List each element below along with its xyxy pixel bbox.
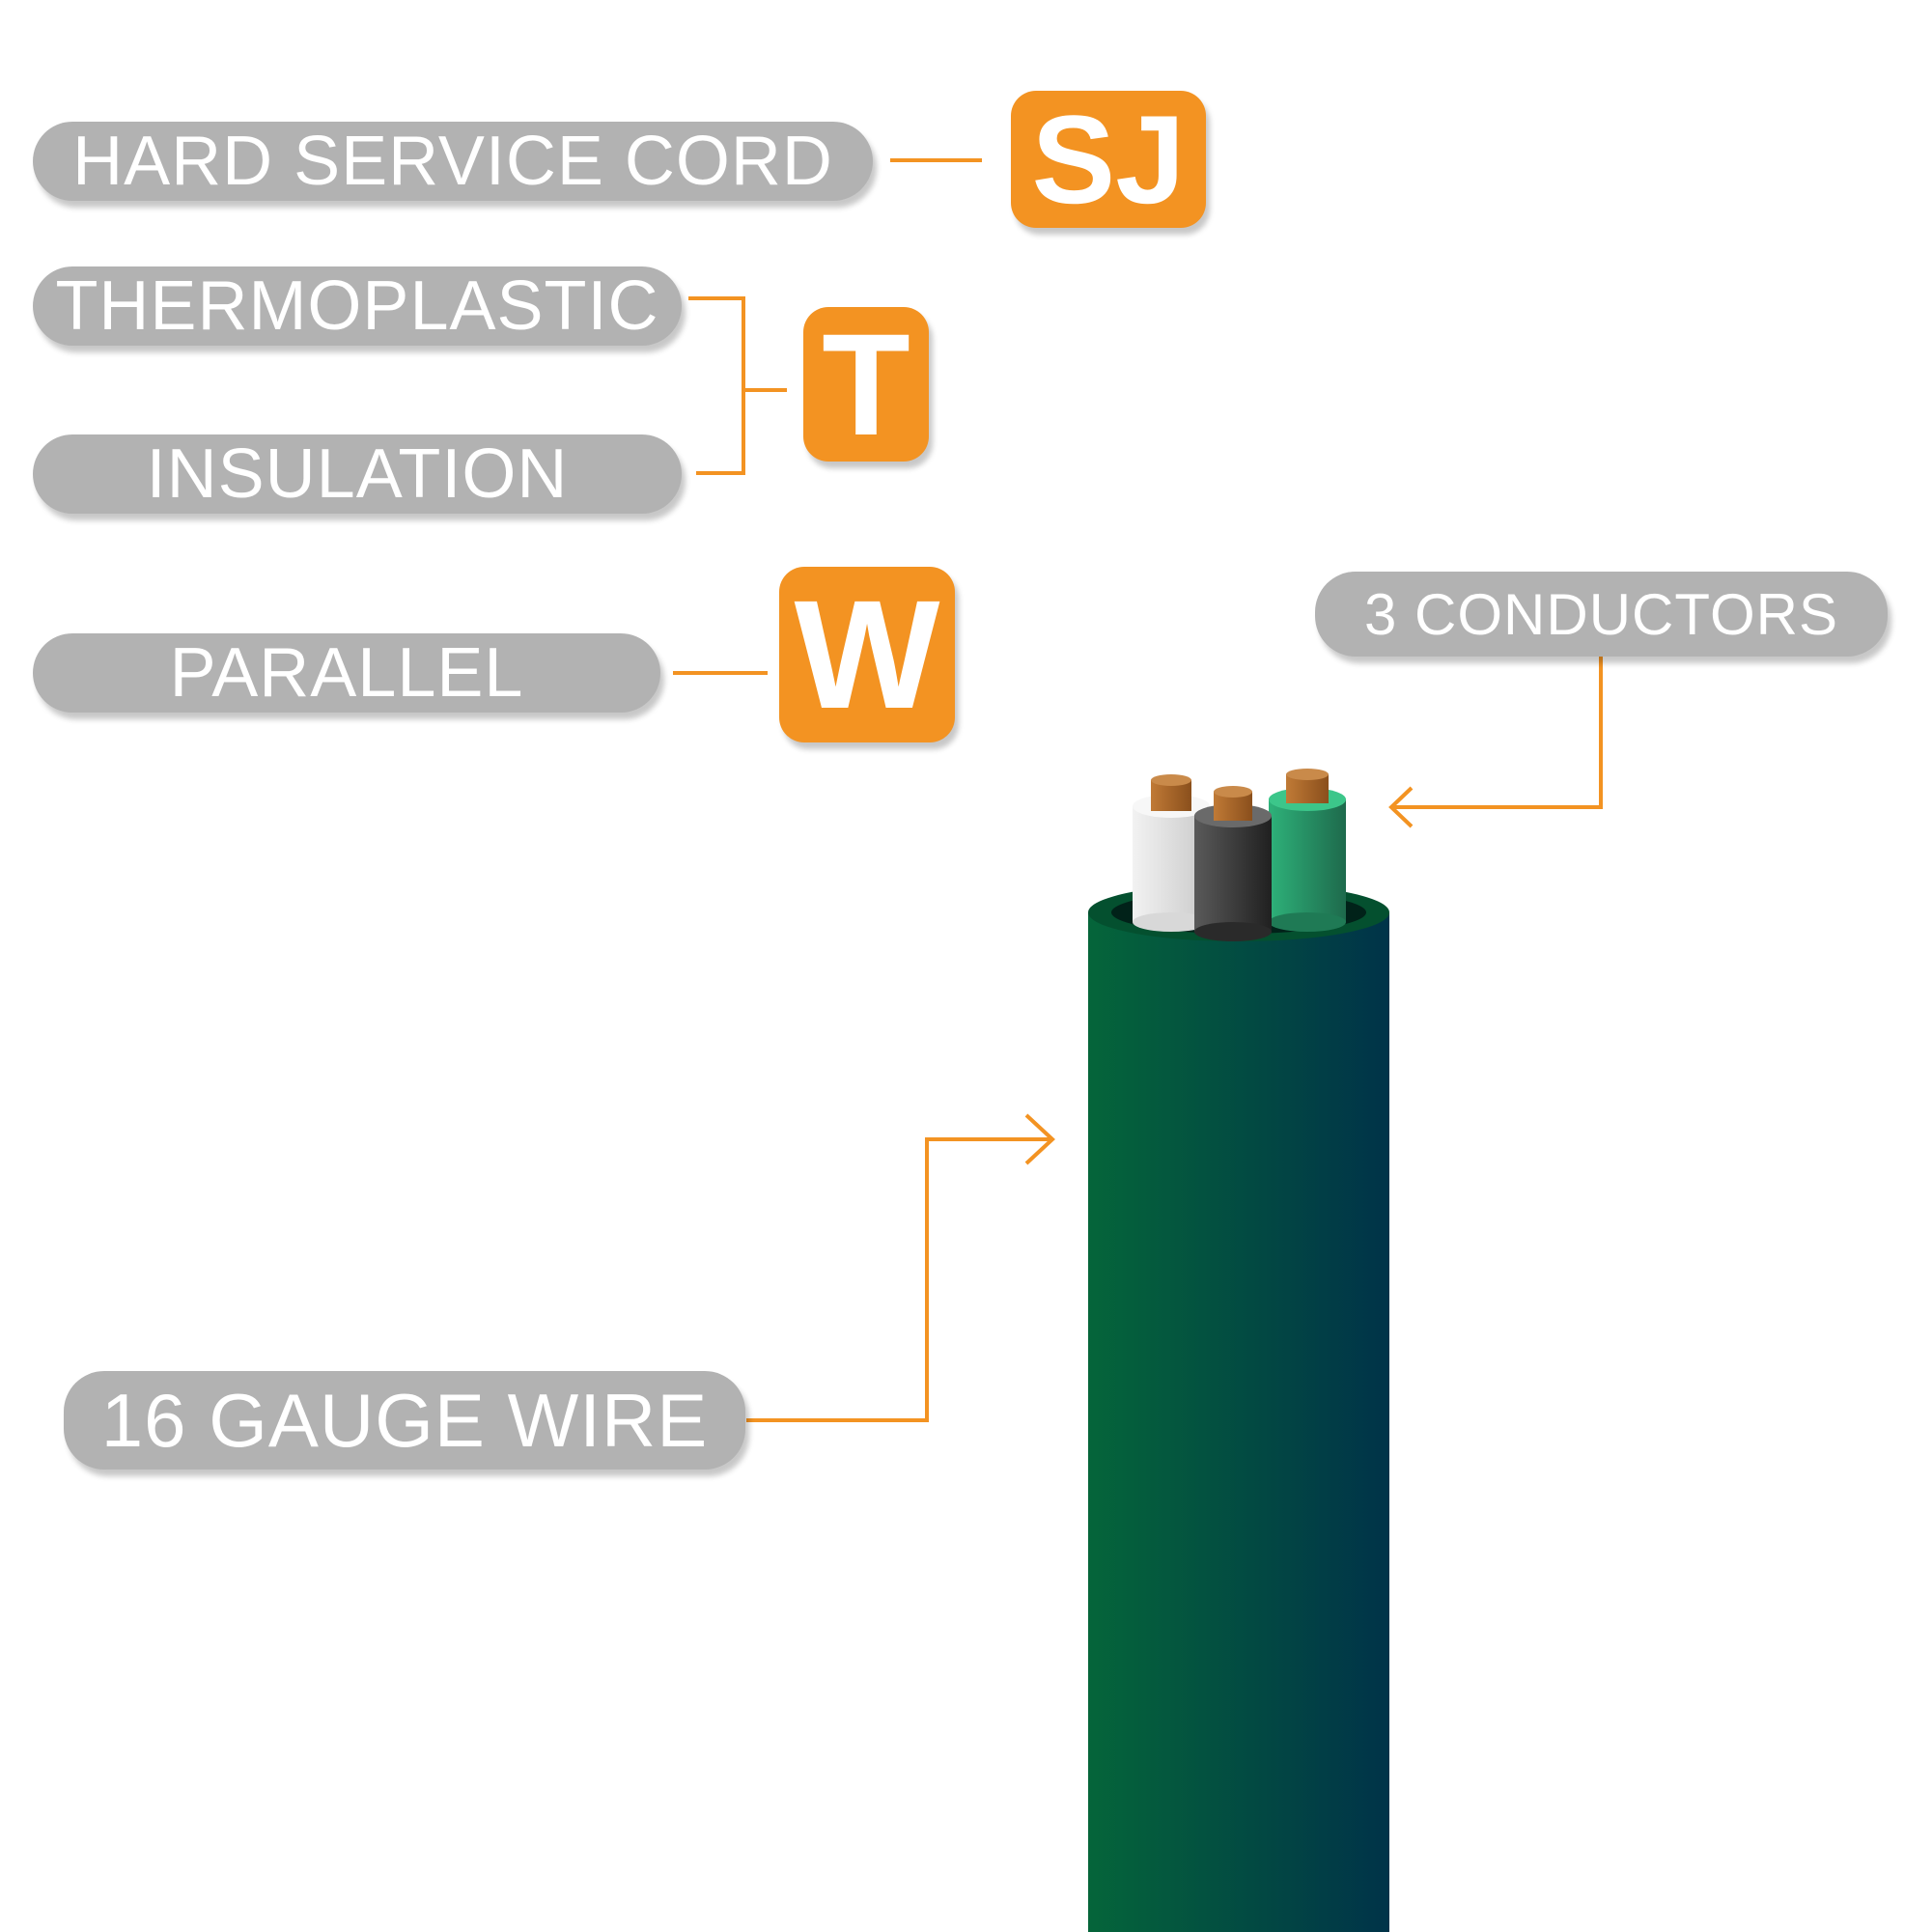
- conductors-arrowhead: [1388, 786, 1414, 828]
- t-badge: T: [803, 303, 929, 465]
- gauge-connector: [746, 1137, 1052, 1422]
- connector-lines: [673, 158, 1603, 1422]
- conductor-black: [1194, 786, 1272, 941]
- gauge-label: 16 GAUGE WIRE: [64, 1371, 745, 1470]
- insulation-label: INSULATION: [33, 434, 682, 514]
- sj-badge: SJ: [1011, 89, 1206, 230]
- gauge-arrowhead: [1024, 1113, 1055, 1165]
- thermoplastic-label: THERMOPLASTIC: [33, 266, 682, 346]
- conductors-label: 3 CONDUCTORS: [1315, 572, 1888, 657]
- w-badge: W: [779, 567, 955, 742]
- parallel-label: PARALLEL: [33, 633, 660, 713]
- cable-jacket: [1088, 912, 1389, 1932]
- hard-service-cord-label: HARD SERVICE CORD: [33, 122, 873, 201]
- conductor-green: [1269, 769, 1346, 932]
- cable: [1088, 769, 1389, 1932]
- t-bracket: [688, 296, 745, 475]
- conductors-connector: [1393, 657, 1603, 809]
